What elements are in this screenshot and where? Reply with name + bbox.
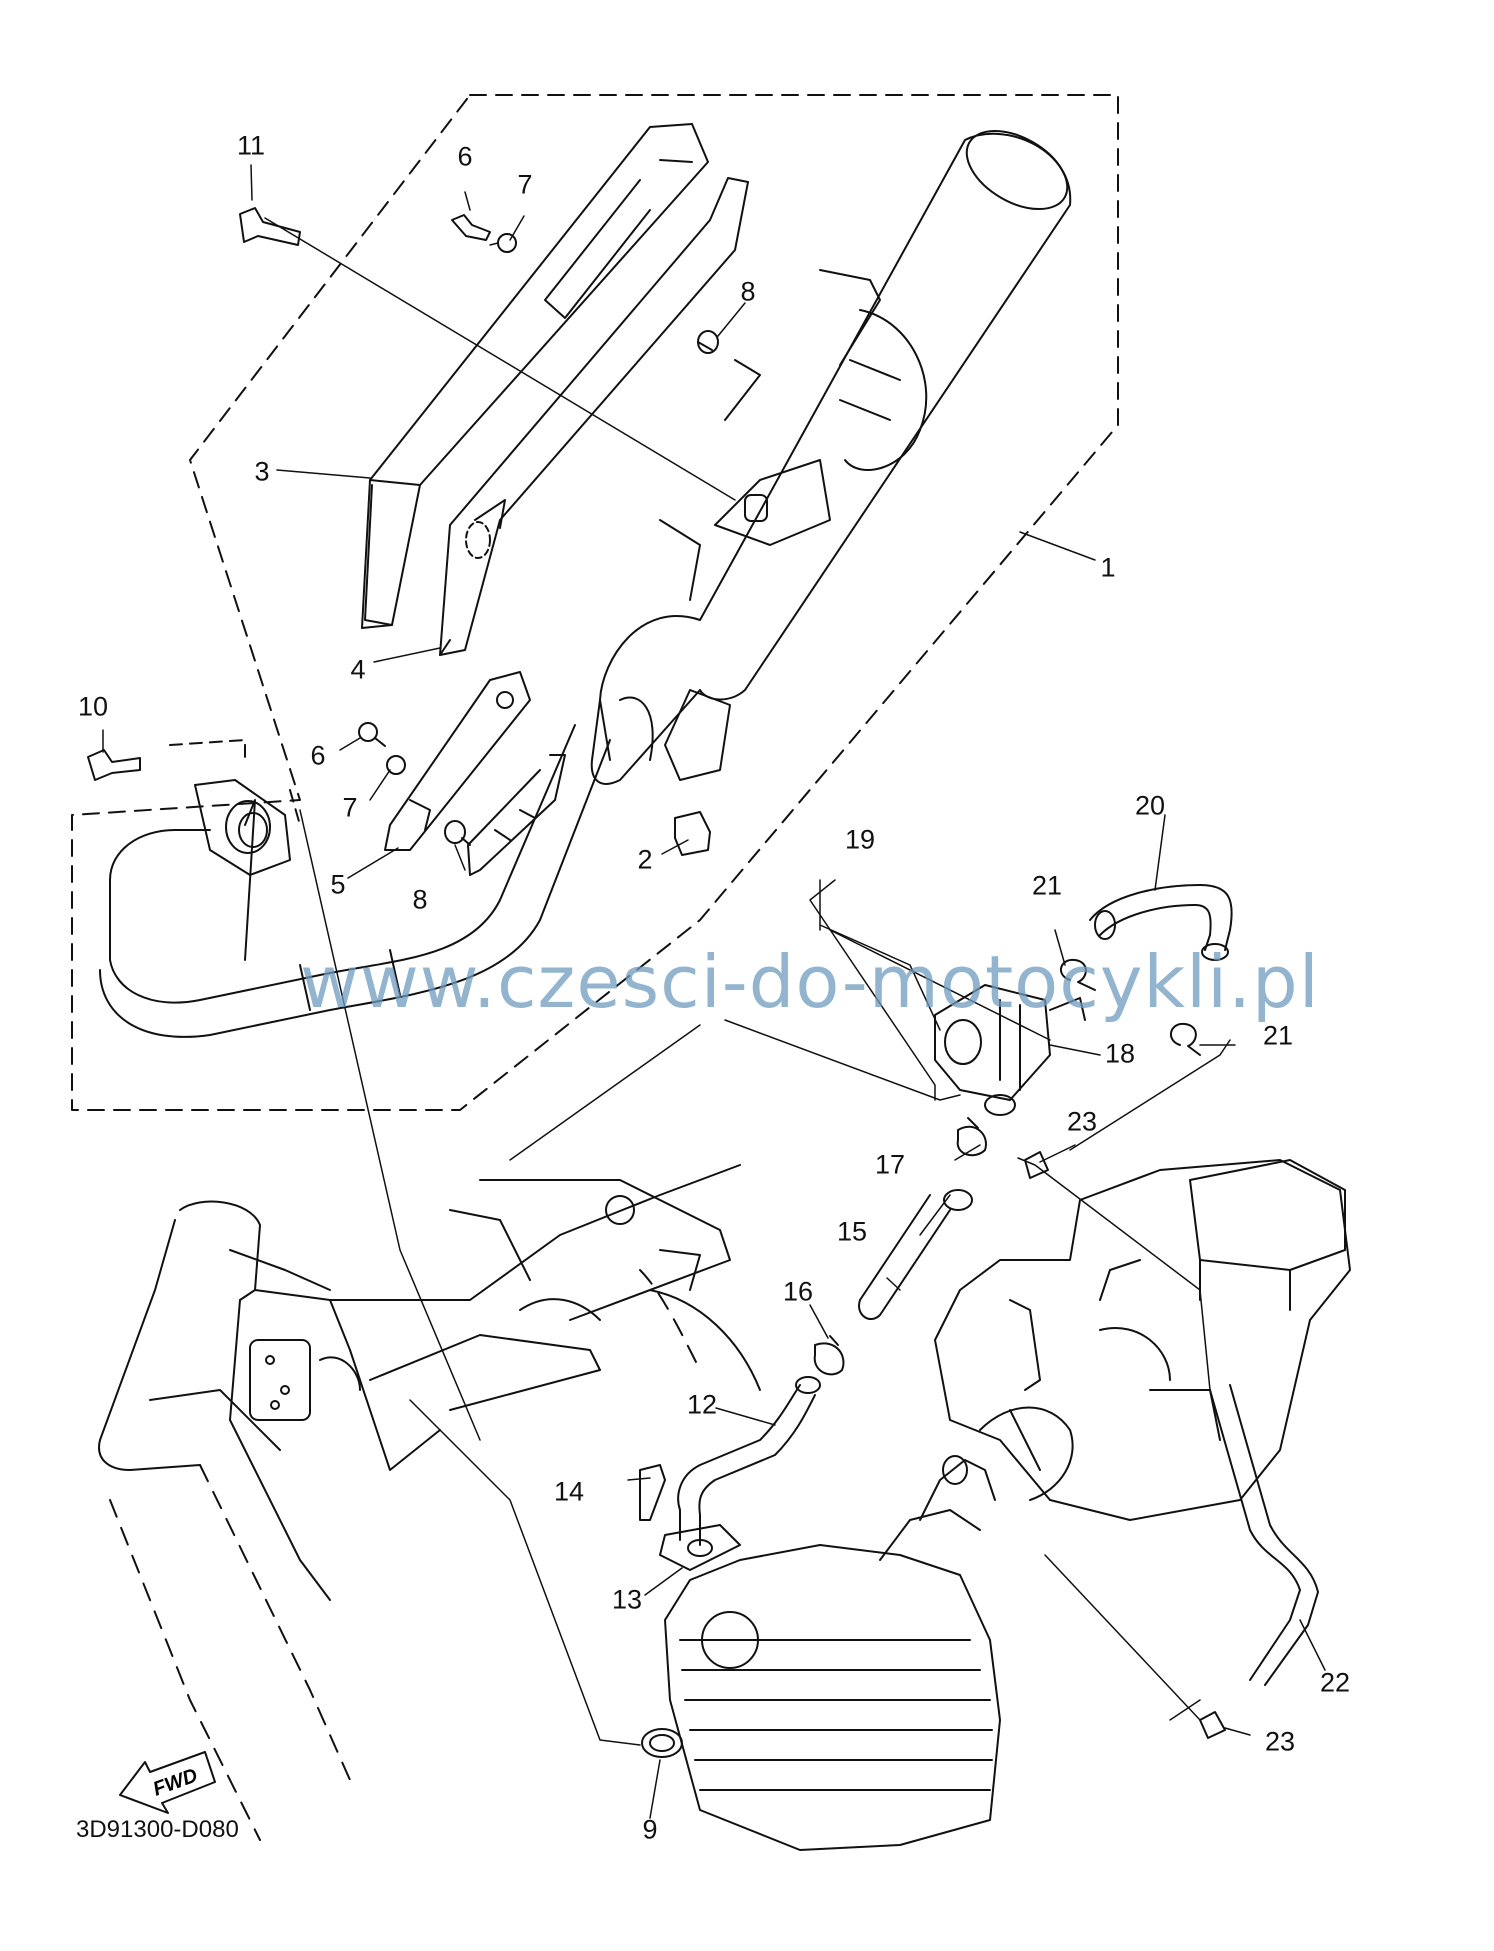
- callout-4: 4: [350, 654, 366, 685]
- callout-7-lower: 7: [342, 792, 358, 823]
- callout-11: 11: [236, 130, 266, 161]
- clamp-23-lower: [1199, 1711, 1226, 1739]
- muffler-body: [590, 129, 1072, 785]
- leader-lines: [102, 164, 1326, 1819]
- callout-18: 18: [1104, 1038, 1136, 1069]
- engine: [664, 1406, 1074, 1851]
- muffler-assembly-boundary: [71, 94, 1119, 1111]
- clamp-17: [956, 1117, 987, 1157]
- collar-8-upper: [697, 330, 719, 354]
- callout-10: 10: [77, 691, 109, 722]
- callout-16: 16: [782, 1276, 814, 1307]
- muffler-stay: [467, 754, 566, 876]
- watermark: www.czesci-do-motocykli.pl: [300, 940, 1320, 1024]
- clamp-23-upper: [1024, 1151, 1049, 1179]
- heat-protector-3: [361, 123, 709, 629]
- clamp-16: [813, 1335, 845, 1376]
- washer-7-lower: [386, 755, 406, 775]
- pipe-flange: [169, 739, 301, 876]
- bolt-14: [639, 1464, 666, 1521]
- collar-8-lower: [444, 820, 471, 846]
- bracket-5: [384, 671, 531, 851]
- callout-9: 9: [642, 1814, 658, 1845]
- heat-protector-4: [439, 177, 749, 656]
- callout-6-upper: 6: [457, 141, 473, 172]
- diagram-reference-code: 3D91300-D080: [76, 1816, 239, 1843]
- callout-8-lower: 8: [412, 884, 428, 915]
- clamp-21-upper: [1060, 958, 1096, 991]
- callout-13: 13: [611, 1584, 643, 1615]
- damper-2: [674, 811, 711, 856]
- callout-8-upper: 8: [740, 276, 756, 307]
- callout-21-lower: 21: [1262, 1020, 1294, 1051]
- gasket-9: [641, 1728, 683, 1758]
- bolt-10: [87, 749, 141, 781]
- screw-6-lower: [358, 722, 386, 747]
- bolt-11: [239, 207, 301, 246]
- air-pipe-12: [677, 1376, 821, 1546]
- callout-12: 12: [686, 1389, 718, 1420]
- washer-7-upper: [497, 233, 517, 253]
- callout-23-lower: 23: [1264, 1726, 1296, 1757]
- flange-gasket-13: [659, 1524, 741, 1571]
- exhaust-pipe: [99, 724, 611, 1038]
- callout-2: 2: [637, 844, 653, 875]
- callout-5: 5: [330, 869, 346, 900]
- callout-21-upper: 21: [1031, 870, 1063, 901]
- callout-1: 1: [1100, 552, 1116, 583]
- callout-20: 20: [1134, 790, 1166, 821]
- callout-7-upper: 7: [517, 169, 533, 200]
- frame: [98, 1164, 761, 1841]
- callout-17: 17: [874, 1149, 906, 1180]
- callout-15: 15: [836, 1216, 868, 1247]
- callout-22: 22: [1319, 1667, 1351, 1698]
- callout-23-upper: 23: [1066, 1106, 1098, 1137]
- callout-3: 3: [254, 456, 270, 487]
- clamp-21-lower: [1170, 1022, 1201, 1056]
- screw-6-upper: [451, 214, 491, 241]
- hose-15: [858, 1189, 973, 1320]
- air-filter-box: [934, 1159, 1351, 1521]
- callout-19: 19: [844, 824, 876, 855]
- air-induction-valve: [934, 984, 1086, 1116]
- hose-20: [1089, 884, 1233, 961]
- hose-22: [1209, 1384, 1319, 1686]
- fwd-arrow-icon: [119, 1751, 216, 1814]
- callout-14: 14: [553, 1476, 585, 1507]
- callout-6-lower: 6: [310, 740, 326, 771]
